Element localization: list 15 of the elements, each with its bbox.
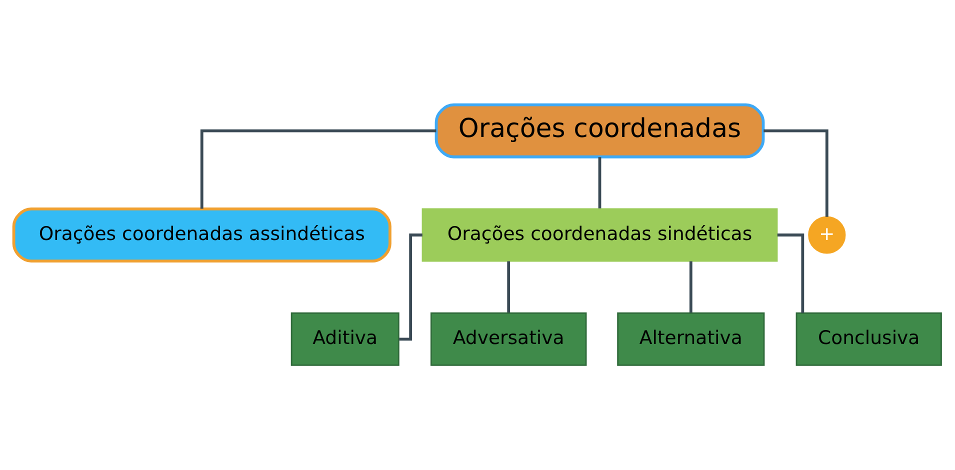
node-box: Aditiva (290, 312, 400, 366)
connector (598, 157, 602, 208)
connector (764, 129, 828, 217)
connector (777, 234, 804, 313)
node-box: Alternativa (617, 312, 765, 366)
connector (507, 261, 510, 313)
node-box: Orações coordenadas assindéticas (12, 208, 392, 262)
connector (689, 261, 692, 313)
connector (200, 129, 436, 209)
node-box: Orações coordenadas sindéticas (422, 208, 778, 262)
node-box: Orações coordenadas (434, 103, 765, 158)
node-box: Adversativa (430, 312, 587, 366)
connector (399, 234, 422, 341)
node-circle: + (808, 216, 846, 254)
node-box: Conclusiva (796, 312, 942, 366)
